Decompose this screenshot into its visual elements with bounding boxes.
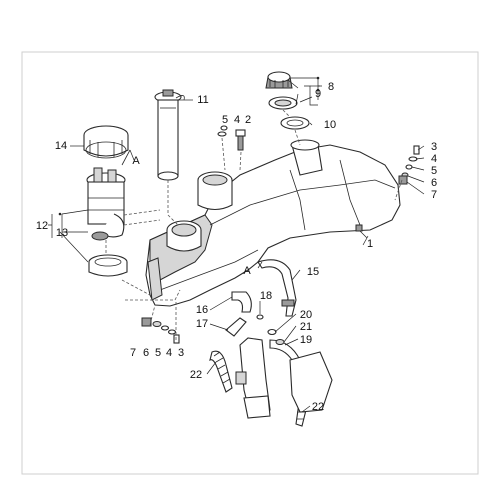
label-5-top: 5 bbox=[222, 114, 228, 126]
screw-3-left bbox=[173, 334, 180, 344]
washer-4-right bbox=[408, 156, 418, 162]
label-21: 21 bbox=[300, 321, 312, 333]
clamp-20 bbox=[267, 328, 277, 336]
fuel-tank bbox=[145, 139, 401, 307]
label-11: 11 bbox=[197, 94, 208, 106]
hose-17 bbox=[225, 317, 247, 337]
label-4-left: 4 bbox=[166, 347, 172, 359]
label-4-top: 4 bbox=[234, 114, 240, 126]
label-7-left: 7 bbox=[130, 347, 136, 359]
hose-16 bbox=[231, 291, 252, 313]
label-5-left: 5 bbox=[155, 347, 161, 359]
clamp-18 bbox=[256, 314, 264, 320]
label-3-left: 3 bbox=[178, 347, 184, 359]
label-10: 10 bbox=[324, 119, 336, 131]
label-17: 17 bbox=[196, 318, 208, 330]
clip-7-left bbox=[141, 317, 152, 327]
washer-4-left bbox=[167, 329, 177, 335]
washer-4 bbox=[217, 131, 227, 137]
label-7-right: 7 bbox=[431, 189, 437, 201]
filler-ring bbox=[280, 116, 310, 130]
label-8: 8 bbox=[328, 81, 334, 93]
label-6-right: 6 bbox=[431, 177, 437, 189]
washer-5-right bbox=[405, 164, 413, 170]
label-20: 20 bbox=[300, 309, 312, 321]
washer-5-left bbox=[160, 325, 170, 331]
label-14: 14 bbox=[55, 140, 67, 152]
diagram-frame bbox=[21, 51, 479, 475]
label-ref-a-mid: A bbox=[243, 265, 251, 277]
label-18: 18 bbox=[260, 290, 272, 302]
label-22-right: 22 bbox=[312, 401, 324, 413]
label-22-left: 22 bbox=[190, 369, 202, 381]
filler-cap bbox=[265, 71, 293, 89]
label-12: 12 bbox=[36, 220, 48, 232]
label-3-right: 3 bbox=[431, 141, 437, 153]
label-1: 1 bbox=[367, 238, 373, 250]
label-16: 16 bbox=[196, 304, 208, 316]
screw-3-right bbox=[413, 145, 420, 155]
label-2: 2 bbox=[245, 114, 251, 126]
clip-7-right bbox=[398, 175, 408, 185]
clamp-21 bbox=[275, 339, 285, 345]
evap-canister bbox=[235, 337, 333, 419]
label-4-right: 4 bbox=[431, 153, 437, 165]
bolt-2 bbox=[235, 129, 246, 151]
fuel-level-sender bbox=[154, 89, 185, 181]
bushing-6-left bbox=[152, 321, 162, 327]
pump-seal bbox=[88, 254, 128, 277]
label-5-right: 5 bbox=[431, 165, 437, 177]
cap-gasket bbox=[268, 96, 298, 110]
nut-5 bbox=[220, 125, 228, 131]
label-19: 19 bbox=[300, 334, 312, 346]
pump-ring-nut bbox=[83, 125, 129, 159]
hose-15 bbox=[257, 259, 297, 317]
label-ref-a-top: A bbox=[132, 155, 140, 167]
label-13: 13 bbox=[56, 227, 68, 239]
label-6-left: 6 bbox=[143, 347, 149, 359]
corrugated-hose-22-left bbox=[209, 350, 233, 393]
label-15: 15 bbox=[307, 266, 319, 278]
fuel-pump-body bbox=[86, 149, 131, 241]
